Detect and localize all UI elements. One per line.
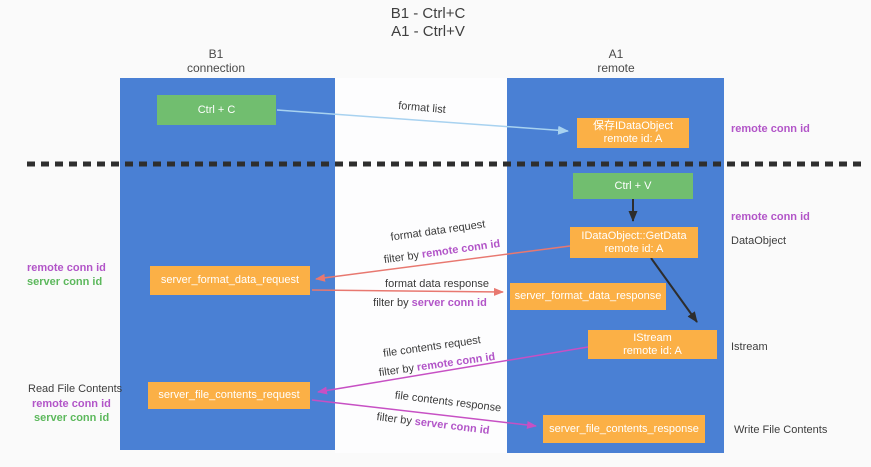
istream-line2: remote id: A [623, 344, 682, 357]
remote-conn-id-annotation-left-1: remote conn id [27, 262, 106, 274]
ctrl-c-node: Ctrl + C [157, 95, 276, 125]
server-file-contents-response-node: server_file_contents_response [543, 415, 705, 443]
left-column-role: connection [186, 61, 246, 75]
right-column-header: A1 remote [597, 47, 634, 75]
format-data-response-label: format data response [385, 278, 489, 290]
left-column-name: B1 [208, 47, 224, 61]
left-column-header: B1 connection [187, 47, 245, 75]
server-conn-id-text: server conn id [411, 297, 487, 309]
ctrl-c-label: Ctrl + C [197, 103, 236, 116]
save-idataobject-node: 保存IDataObject remote id: A [577, 118, 689, 148]
arrow-format-data-response [311, 287, 504, 296]
getdata-line1: IDataObject::GetData [581, 229, 687, 242]
ctrl-v-node: Ctrl + V [573, 173, 693, 199]
getdata-line2: remote id: A [604, 242, 664, 255]
istream-line1: IStream [633, 331, 672, 344]
istream-annotation: Istream [731, 341, 768, 353]
istream-node: IStream remote id: A [588, 330, 717, 359]
remote-conn-id-annotation-mid: remote conn id [731, 211, 810, 223]
server-file-contents-request-node: server_file_contents_request [148, 382, 310, 409]
title-line-a1: A1 - Ctrl+V [391, 23, 465, 40]
right-column-name: A1 [608, 47, 624, 61]
server-format-data-request-label: server_format_data_request [160, 274, 300, 286]
arrow-format-list [276, 109, 569, 135]
arrow-getdata-to-istream [650, 257, 698, 323]
server-conn-id-annotation-left-1: server conn id [27, 276, 103, 288]
server-file-contents-response-label: server_file_contents_response [549, 422, 699, 435]
server-format-data-request-node: server_format_data_request [150, 266, 310, 295]
read-file-contents-annotation: Read File Contents [28, 383, 123, 395]
filter-by-text: filter by [373, 297, 409, 309]
save-idataobject-line1: 保存IDataObject [592, 120, 674, 132]
ctrl-v-label: Ctrl + V [614, 179, 652, 192]
server-format-data-response-label: server_format_data_response [514, 290, 662, 302]
dataobject-annotation: DataObject [731, 235, 787, 247]
remote-conn-id-annotation-top: remote conn id [731, 123, 810, 135]
server-format-data-response-node: server_format_data_response [510, 283, 666, 310]
getdata-node: IDataObject::GetData remote id: A [570, 227, 698, 258]
server-conn-id-annotation-left-2: server conn id [34, 412, 110, 424]
arrow-format-data-request [315, 245, 571, 282]
diagram-title: B1 - Ctrl+C A1 - Ctrl+V [391, 5, 466, 41]
arrow-file-contents-response [311, 399, 537, 429]
remote-conn-id-annotation-left-2: remote conn id [32, 398, 111, 410]
server-file-contents-request-label: server_file_contents_request [158, 389, 300, 401]
arrow-file-contents-request [317, 346, 589, 395]
title-line-b1: B1 - Ctrl+C [390, 5, 466, 22]
right-column-role: remote [597, 61, 635, 75]
save-idataobject-line2: remote id: A [603, 133, 663, 145]
write-file-contents-annotation: Write File Contents [734, 424, 828, 436]
